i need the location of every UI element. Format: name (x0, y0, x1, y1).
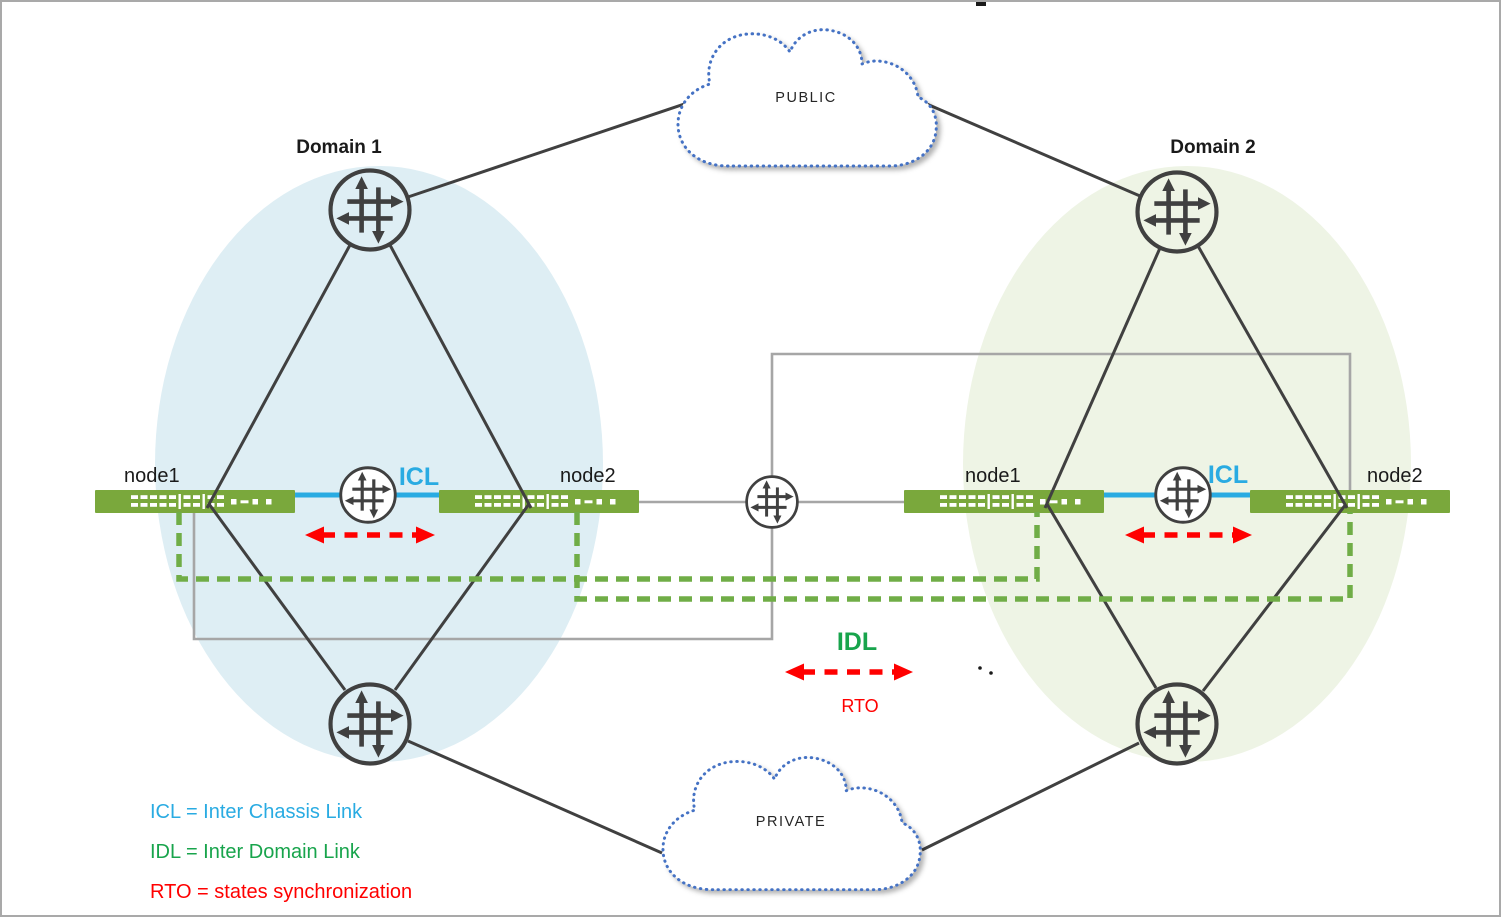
node1-domain1-label: node1 (124, 465, 180, 487)
legend-rto: RTO = states synchronization (150, 881, 412, 903)
switch-node2-domain2 (1250, 490, 1450, 513)
domain1-ellipse (155, 166, 603, 762)
legend: ICL = Inter Chassis Link IDL = Inter Dom… (150, 801, 412, 903)
switch-node1-domain1 (95, 490, 295, 513)
domain1-title: Domain 1 (296, 137, 382, 158)
private-cloud-label: PRIVATE (756, 814, 826, 830)
public-cloud-label: PUBLIC (775, 90, 836, 106)
switch-node2-domain1 (439, 490, 639, 513)
black-topology-lines (205, 90, 1349, 855)
router-icon-center (747, 477, 798, 528)
node2-domain1-label: node2 (560, 465, 616, 487)
rto-arrow-domain2 (1125, 526, 1252, 544)
node2-domain2-label: node2 (1367, 465, 1423, 487)
idl-link-node1-to-node1 (176, 512, 1040, 582)
router-icon-icl-domain2 (1156, 468, 1211, 523)
rto-arrow-idl (785, 663, 913, 681)
rto-label: RTO (841, 696, 878, 716)
node1-domain2-label: node1 (965, 465, 1021, 487)
stray-dots (978, 666, 993, 675)
legend-icl: ICL = Inter Chassis Link (150, 801, 363, 823)
legend-idl: IDL = Inter Domain Link (150, 841, 361, 863)
rto-arrow-domain1 (305, 526, 435, 544)
icl-label-domain2: ICL (1208, 461, 1248, 489)
domain2-title: Domain 2 (1170, 137, 1256, 158)
router-icon-icl-domain1 (341, 468, 396, 523)
domain2-ellipse (963, 166, 1411, 762)
icl-label-domain1: ICL (399, 463, 439, 491)
switch-node1-domain2 (904, 490, 1104, 513)
idl-link-node2-to-node2 (574, 512, 1353, 602)
idl-label: IDL (837, 628, 877, 656)
top-edge-artifact (976, 2, 986, 6)
